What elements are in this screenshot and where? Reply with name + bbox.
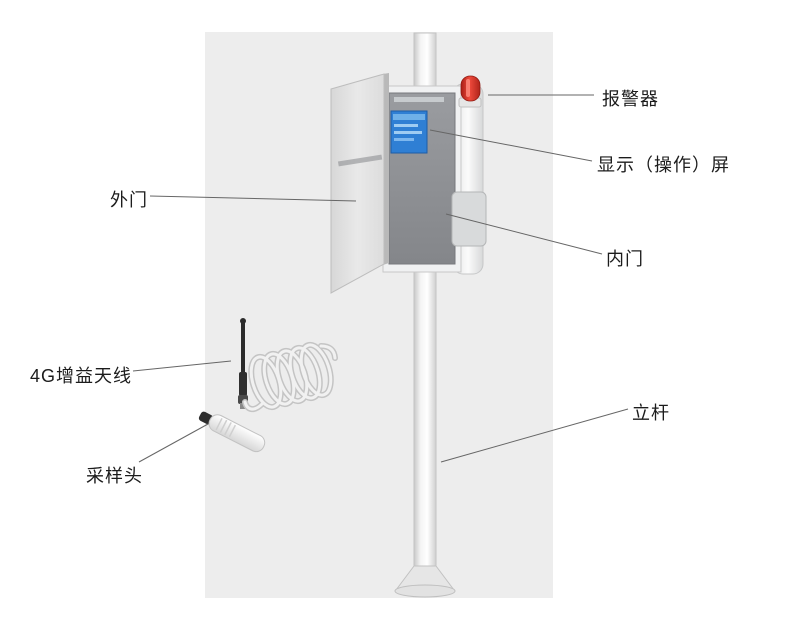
- antenna-4g: [238, 318, 248, 409]
- leader-lines: [132, 94, 629, 463]
- label-antenna-4g: 4G增益天线: [30, 366, 133, 386]
- side-module: [451, 191, 487, 247]
- cabinet: [330, 73, 487, 294]
- label-alarm: 报警器: [602, 89, 659, 109]
- panel-title-sticker: [394, 97, 444, 102]
- label-outer-door: 外门: [110, 190, 148, 210]
- label-screen: 显示（操作）屏: [597, 155, 730, 175]
- leader-line-screen: [429, 129, 593, 162]
- outer-door: [330, 73, 389, 294]
- alarm-beacon: [458, 75, 482, 108]
- display-screen: [390, 110, 428, 154]
- label-sampling-head: 采样头: [86, 466, 143, 486]
- door-sticker: [337, 154, 383, 167]
- leader-line-outer-door: [149, 195, 357, 202]
- antenna-cable-coil: [242, 341, 338, 412]
- leader-line-sampling-head: [138, 423, 209, 463]
- leader-line-pole: [440, 408, 629, 463]
- sampling-head: [198, 411, 266, 453]
- leader-line-inner-door: [445, 213, 603, 255]
- label-pole: 立杆: [632, 403, 670, 423]
- label-inner-door: 内门: [606, 249, 644, 269]
- pole-base: [394, 565, 456, 598]
- leader-line-antenna: [132, 360, 232, 372]
